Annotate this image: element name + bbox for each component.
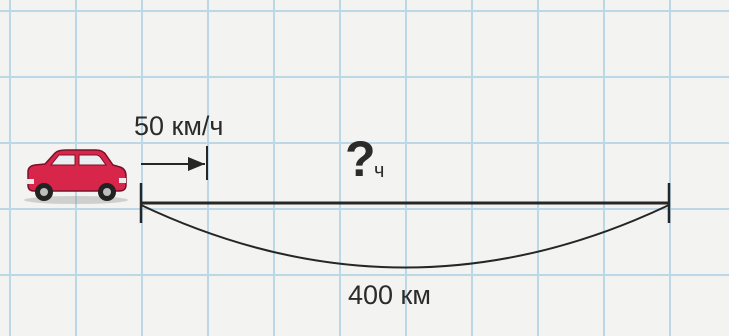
car-icon [24, 149, 128, 204]
distance-label: 400 км [348, 280, 431, 310]
distance-arc [140, 204, 670, 269]
time-unit-label: ч [374, 160, 385, 182]
speed-label: 50 км/ч [134, 111, 224, 141]
arrow-head-icon [188, 157, 205, 171]
unknown-time-question-mark: ? [345, 131, 376, 187]
